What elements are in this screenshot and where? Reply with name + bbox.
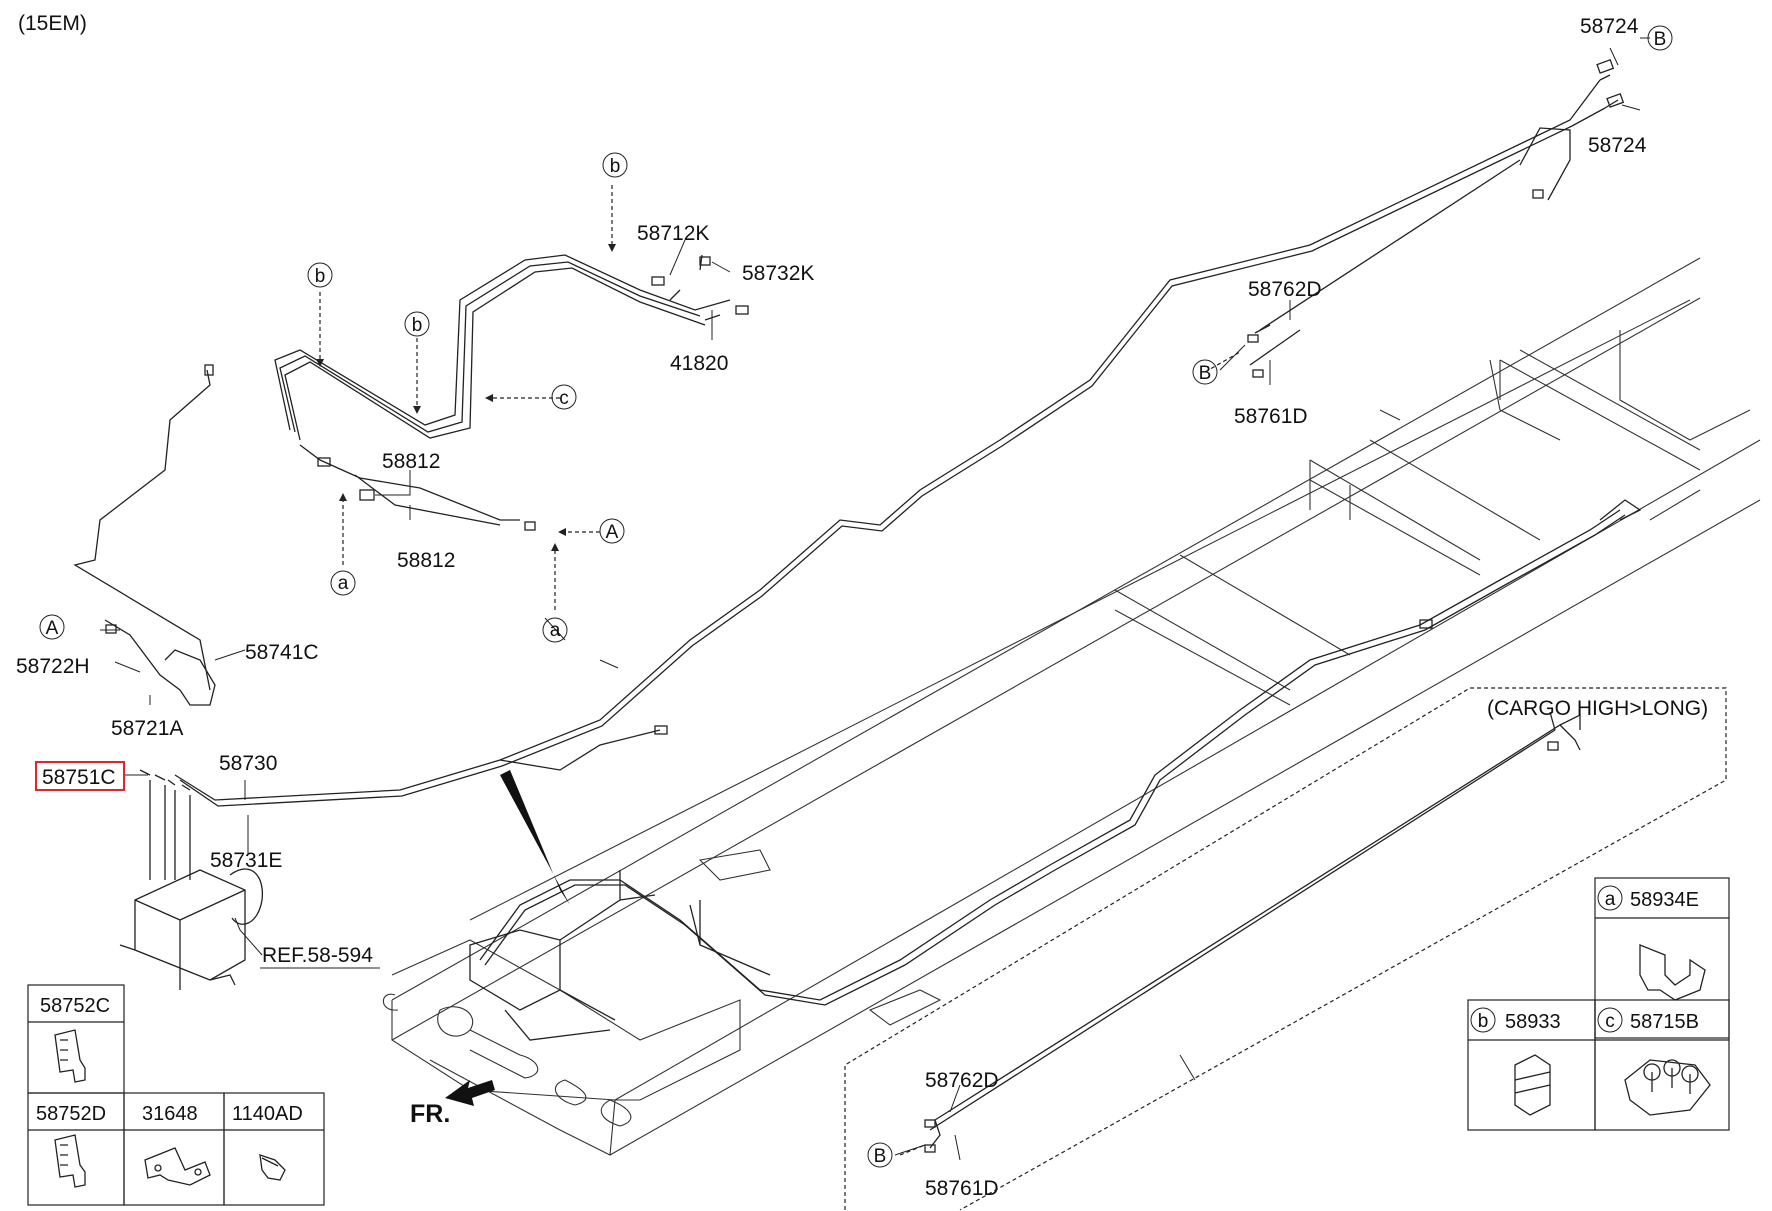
callout-a-2: a xyxy=(550,620,561,641)
label-58761D-bottom: 58761D xyxy=(925,1177,999,1200)
legend-cell-31648: 31648 xyxy=(142,1103,198,1125)
clip-58933-icon xyxy=(1514,1054,1551,1116)
label-58721A: 58721A xyxy=(111,717,183,740)
model-code: (15EM) xyxy=(18,12,87,35)
front-label: FR. xyxy=(410,1100,450,1128)
legend-left: 58752C 58752D 31648 1140AD xyxy=(27,984,325,1206)
legend-part-58933: 58933 xyxy=(1505,1011,1561,1033)
label-58762D-top: 58762D xyxy=(1248,278,1322,301)
callout-c: c xyxy=(559,388,569,409)
part-labels: 58724 58724 58712K 58732K 41820 58812 58… xyxy=(16,15,1708,1200)
legend-part-58934E: 58934E xyxy=(1630,889,1699,911)
callout-B-mid: B xyxy=(1199,363,1212,384)
label-58730: 58730 xyxy=(219,752,277,775)
callout-b-3: b xyxy=(412,315,423,336)
chassis-frame xyxy=(382,257,1761,1156)
legend-part-58715B: 58715B xyxy=(1630,1011,1699,1033)
label-58724-top: 58724 xyxy=(1580,15,1639,38)
callout-b-2: b xyxy=(315,266,326,287)
label-58812-bottom: 58812 xyxy=(397,549,455,572)
label-58812-top: 58812 xyxy=(382,450,440,473)
brake-pipes xyxy=(73,74,1642,1149)
bolt-1140AD-icon xyxy=(259,1154,286,1181)
clip-58752D-icon xyxy=(54,1134,86,1188)
label-58761D-top: 58761D xyxy=(1234,405,1308,428)
legend-letter-c: c xyxy=(1605,1011,1615,1032)
callout-arrows xyxy=(316,185,1241,1156)
front-arrow-icon xyxy=(445,1080,495,1106)
legend-right: a 58934E b 58933 c 58715B xyxy=(1467,877,1730,1131)
label-58724-bottom: 58724 xyxy=(1588,134,1647,157)
callout-B-top: B xyxy=(1654,29,1667,50)
callout-A-right: A xyxy=(606,522,619,543)
callout-b-1: b xyxy=(610,156,621,177)
callout-circles: B b b b c a A a B A B xyxy=(39,25,1673,1168)
label-58751C[interactable]: 58751C xyxy=(42,766,116,789)
legend-cell-58752D: 58752D xyxy=(36,1103,106,1125)
label-58762D-bottom: 58762D xyxy=(925,1069,999,1092)
callout-B-bottom: B xyxy=(874,1146,887,1167)
callout-A-left: A xyxy=(46,618,59,639)
label-58731E: 58731E xyxy=(210,849,282,872)
legend-cell-58752C: 58752C xyxy=(40,995,110,1017)
legend-cell-1140AD: 1140AD xyxy=(232,1103,303,1125)
legend-letter-a: a xyxy=(1605,889,1616,910)
legend-letter-b: b xyxy=(1478,1011,1489,1032)
clip-58934E-icon xyxy=(1639,944,1706,1001)
bracket-31648-icon xyxy=(144,1147,211,1186)
pointer-wedge xyxy=(500,770,570,905)
variant-label: (CARGO HIGH>LONG) xyxy=(1487,697,1708,720)
label-58722H: 58722H xyxy=(16,655,90,678)
label-58741C: 58741C xyxy=(245,641,319,664)
label-41820: 41820 xyxy=(670,352,728,375)
callout-a-1: a xyxy=(338,573,349,594)
connector-fittings xyxy=(105,59,1625,1153)
grommet-58715B-icon xyxy=(1624,1059,1711,1116)
label-58732K: 58732K xyxy=(742,262,814,285)
clip-58752C-icon xyxy=(54,1029,86,1083)
leader-lines xyxy=(100,37,1650,1161)
highlight-box-58751C xyxy=(35,761,125,791)
reference-label: REF.58-594 xyxy=(262,944,373,967)
cargo-variant-box xyxy=(844,687,1727,1211)
label-58712K: 58712K xyxy=(637,222,709,245)
